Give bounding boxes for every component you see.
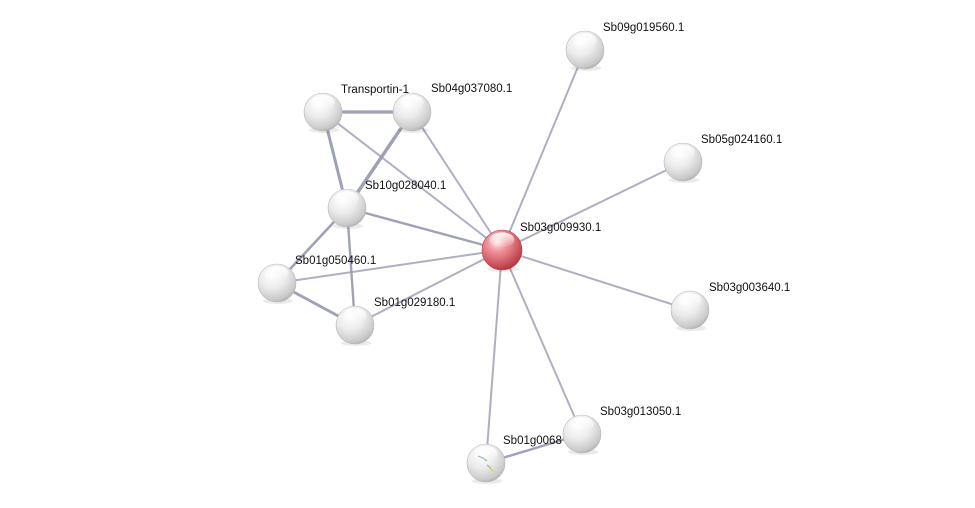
node-sb03g003640-1[interactable]: Sb03g003640.1 [670, 282, 790, 331]
node-transportin-1[interactable]: Transportin-1 [303, 84, 409, 133]
node-highlight [671, 145, 695, 160]
node-label: Sb05g024160.1 [701, 134, 782, 146]
node-highlight [311, 95, 335, 110]
node-sb04g037080-1[interactable]: Sb04g037080.1 [392, 83, 512, 133]
edge-sb10g028040-1-sb01g029180-1[interactable] [345, 206, 357, 327]
node-sb01g050460-1[interactable]: Sb01g050460.1 [257, 255, 376, 304]
edge-sb03g009930-1-sb09g019560-1[interactable] [501, 49, 586, 251]
edge-sb03g009930-1-sb10g028040-1[interactable] [345, 206, 504, 252]
node-highlight [400, 95, 424, 110]
node-label: Sb03g009930.1 [520, 222, 601, 234]
node-label: Sb01g0068 [503, 435, 562, 447]
node-label: Sb03g003640.1 [709, 282, 790, 294]
node-highlight [678, 293, 702, 308]
node-sb03g013050-1[interactable]: Sb03g013050.1 [562, 406, 681, 455]
edge-sb03g009930-1-sb01g050460-1[interactable] [276, 249, 503, 284]
node-highlight [474, 446, 498, 461]
node-highlight [570, 417, 594, 432]
node-label: Sb01g050460.1 [295, 255, 376, 267]
edge-sb03g009930-1-sb01g006[interactable] [485, 249, 503, 464]
edge-sb03g009930-1-sb05g024160-1[interactable] [501, 161, 684, 251]
nodes-layer: Sb03g009930.1Sb09g019560.1Sb05g024160.1S… [257, 22, 790, 484]
node-label: Sb04g037080.1 [431, 83, 512, 95]
node-label: Sb10g028040.1 [365, 180, 446, 192]
node-label: Sb03g013050.1 [600, 406, 681, 418]
node-highlight [489, 232, 515, 248]
edge-sb04g037080-1-sb10g028040-1[interactable] [345, 110, 414, 210]
edge-sb03g009930-1-sb01g029180-1[interactable] [354, 249, 503, 326]
node-sb01g006[interactable]: Sb01g0068 [466, 435, 562, 484]
edge-sb03g009930-1-sb03g013050-1[interactable] [501, 249, 583, 435]
node-highlight [573, 33, 597, 48]
node-label: Transportin-1 [341, 84, 409, 96]
node-sb03g009930-1[interactable]: Sb03g009930.1 [481, 222, 601, 272]
edge-sb03g009930-1-transportin-1[interactable] [322, 111, 503, 251]
node-highlight [343, 308, 367, 323]
node-highlight [265, 266, 289, 281]
node-sb01g029180-1[interactable]: Sb01g029180.1 [335, 297, 455, 346]
node-sb05g024160-1[interactable]: Sb05g024160.1 [663, 134, 782, 183]
node-label: Sb01g029180.1 [374, 297, 455, 309]
node-label: Sb09g019560.1 [603, 22, 684, 34]
node-sb09g019560-1[interactable]: Sb09g019560.1 [565, 22, 684, 71]
edge-sb03g009930-1-sb04g037080-1[interactable] [411, 111, 503, 251]
edge-sb03g009930-1-sb03g003640-1[interactable] [501, 249, 691, 311]
node-sb10g028040-1[interactable]: Sb10g028040.1 [327, 180, 446, 229]
node-highlight [335, 191, 359, 206]
